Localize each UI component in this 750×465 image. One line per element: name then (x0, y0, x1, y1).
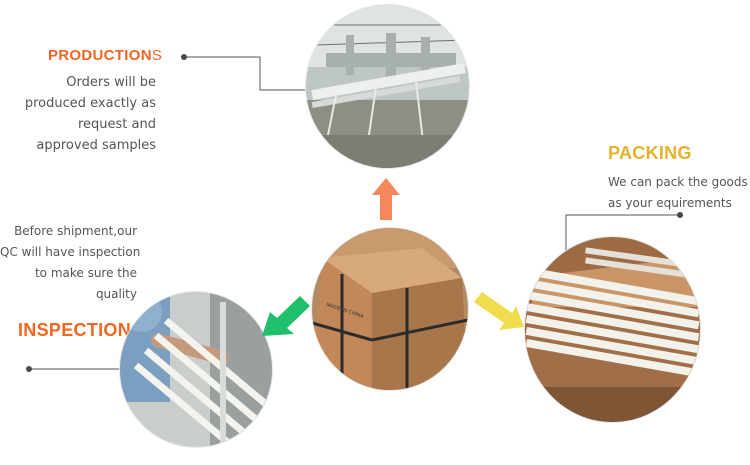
inspection-photo (120, 292, 272, 447)
inspection-connector-dot (26, 366, 32, 372)
inspection-description: Before shipment,our QC will have inspect… (0, 221, 141, 305)
packing-description: We can pack the goods as your equirement… (608, 172, 748, 214)
packing-photo (525, 237, 700, 422)
production-connector (185, 56, 315, 91)
productions-line: Orders will be (66, 75, 156, 90)
productions-line: approved samples (36, 138, 156, 153)
inspection-line: to make sure the (34, 266, 137, 280)
inspection-line: QC will have inspection (0, 245, 141, 259)
productions-description: Orders will be produced exactly as reque… (20, 72, 156, 156)
productions-line: request and (77, 117, 156, 132)
packing-title: PACKING (608, 143, 692, 163)
production-connector-dot (181, 54, 187, 60)
packing-line: We can pack the goods (608, 175, 748, 189)
productions-title: PRODUCTIONS (48, 47, 162, 64)
packing-connector (565, 214, 680, 252)
inspection-line: Before shipment,our (14, 224, 137, 238)
shipment-photo: MADE IN CHINA (312, 228, 468, 390)
inspection-line: quality (95, 287, 137, 301)
arrow-up-icon (372, 178, 400, 220)
packing-connector-dot (677, 212, 683, 218)
production-photo (306, 5, 469, 168)
packing-line: as your equirements (608, 196, 732, 210)
productions-title-main: PRODUCTION (48, 47, 152, 64)
inspection-title: INSPECTION (18, 320, 132, 340)
productions-line: produced exactly as (24, 96, 156, 111)
arrow-right-down-icon (474, 292, 524, 330)
productions-title-tail: S (151, 47, 163, 64)
arrow-left-down-icon (262, 296, 310, 336)
